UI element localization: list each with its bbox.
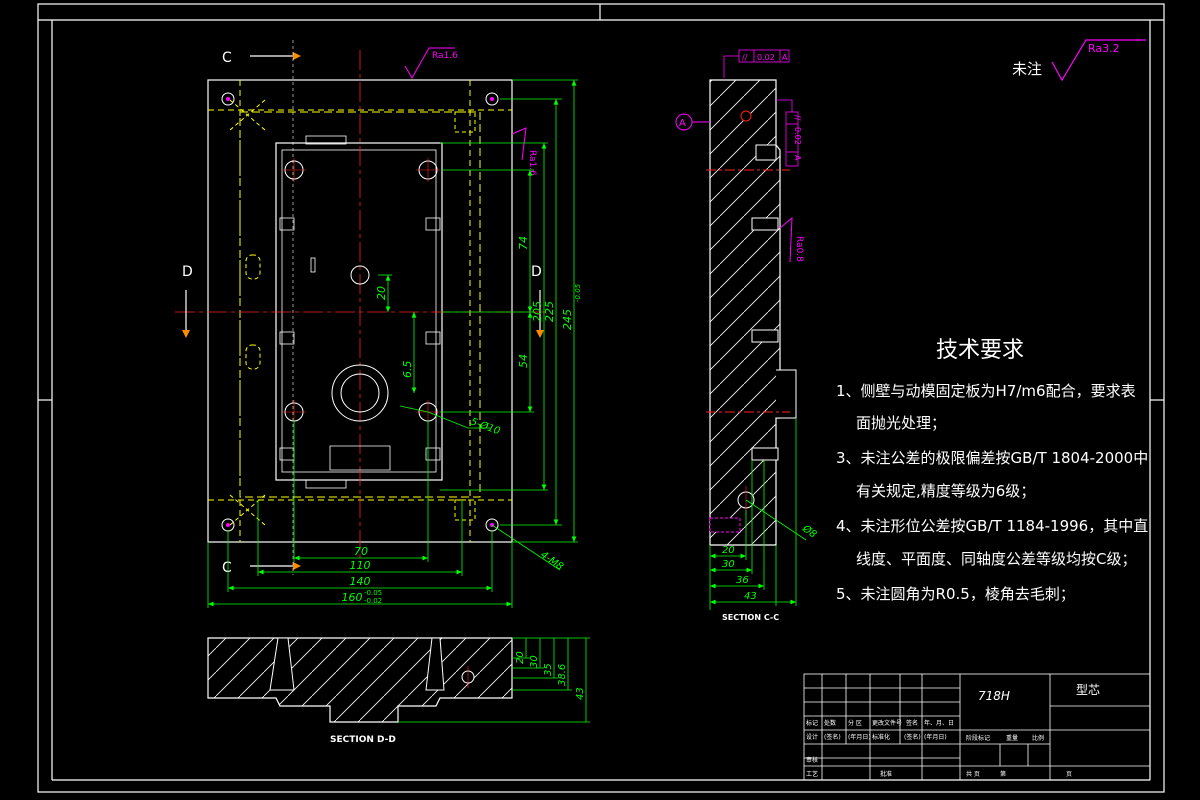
note-line-7: 5、未注圆角为R0.5，棱角去毛刺； [836,585,1075,603]
drawing-frame [37,3,1165,793]
tb-scale: 比例 [1032,734,1044,742]
tol-top-datum: A [782,53,788,62]
material-718h: 718H [978,689,1010,703]
dd-dim-38-6: 38.6 [557,664,568,686]
dim-110: 110 [350,559,371,572]
tb-sign: 签名 [906,719,918,727]
title-block [803,673,1151,781]
section-d-right: D [531,264,542,280]
tb-date: 年、月、日 [924,719,954,727]
dim-205: 205 [531,301,544,322]
corner-hole [221,92,235,106]
tol-top-symbol: // [742,53,748,62]
dim-20: 20 [375,286,388,300]
note-line-1: 1、侧壁与动模固定板为H7/m6配合，要求表 [836,382,1136,400]
main-view: C C D D Ra1.6 Ra1.6 [175,40,582,608]
dim-6-5: 6.5 [401,361,414,379]
note-line-5: 4、未注形位公差按GB/T 1184-1996，其中直 [836,517,1148,535]
thread-callout-4-m8: 4-M8 [538,549,565,572]
datum-a: A [679,118,686,129]
dim-245-tol: -0.05 [574,283,582,302]
section-cc-caption: SECTION C-C [722,613,779,622]
tb-stage: 阶段标记 [966,734,990,742]
tb-approve: 批准 [880,770,892,778]
tb-process: 工艺 [806,770,818,778]
tb-review: 审核 [806,756,818,764]
dim-225: 225 [543,301,556,322]
tol-side-datum: A [793,155,802,161]
dim-140: 140 [350,575,371,588]
dd-dim-43: 43 [575,687,586,700]
dim-160-tol-up: -0.05 [364,589,382,597]
dd-dim-30: 30 [529,655,540,668]
dim-160-tol-dn: -0.02 [364,597,382,605]
cc-dim-30: 30 [722,559,735,570]
unspecified-label: 未注 [1012,60,1042,78]
tb-design: 设计 [806,733,818,741]
note-line-4: 有关规定,精度等级为6级； [856,482,1035,500]
core-hole [350,265,370,285]
note-line-3: 3、未注公差的极限偏差按GB/T 1804-2000中 [836,449,1148,467]
cc-dim-43: 43 [744,591,757,602]
section-dd-caption: SECTION D-D [330,735,396,745]
tb-standard-date: (年月日) [924,733,947,741]
dim-54: 54 [517,354,530,368]
section-dd-view: 20 30 35 38.6 43 SECTION D-D [207,637,590,745]
tb-change-doc: 更改文件号 [872,719,902,727]
hole-callout-5-d10: 5-Ø10 [469,416,502,438]
roughness-top: Ra1.6 [432,51,458,61]
dd-dim-35: 35 [543,663,554,676]
tb-weight: 重量 [1006,734,1018,742]
tb-mark: 标记 [806,719,818,727]
tb-standard: 标准化 [872,733,890,741]
note-line-2: 面抛光处理； [856,414,946,432]
section-d-left: D [182,264,193,280]
section-c-top: C [222,50,232,66]
corner-hole [485,92,499,106]
default-roughness: Ra3.2 [1088,42,1120,55]
tol-side-value: 0.02 [793,127,802,145]
section-c-bottom: C [222,560,232,576]
cc-dim-20: 20 [722,545,735,556]
tb-design-date: (年月日) [848,733,871,741]
section-cc-view: A // 0.02 A // 0.02 A Ra0.8 Ø8 [675,49,819,622]
tb-standard-sign: (签名) [904,733,921,741]
dim-245: 245 [561,309,574,330]
tb-zone: 分 区 [848,719,862,727]
cc-dim-36: 36 [736,575,749,586]
dim-160: 160 [342,591,363,604]
dim-70: 70 [354,545,368,558]
core-block [275,142,443,481]
tb-count: 处数 [824,719,836,727]
tol-top-value: 0.02 [757,53,775,62]
tb-design-sign: (签名) [824,733,841,741]
tol-side-symbol: // [793,115,802,121]
notes-heading: 技术要求 [936,338,1024,363]
note-line-6: 线度、平面度、同轴度公差等级均按C级； [856,550,1136,568]
tb-sheet-no: 第 [1000,770,1006,778]
cc-roughness: Ra0.8 [794,236,804,262]
tb-sheet-page: 页 [1066,771,1072,778]
dd-dim-20: 20 [515,651,526,664]
tb-sheets-total: 共 页 [966,770,980,778]
roughness-side: Ra1.6 [527,150,537,176]
technical-requirements: 未注 Ra3.2 技术要求 1、侧壁与动模固定板为H7/m6配合，要求表 面抛光… [836,39,1148,603]
ejector-boss [331,364,389,422]
part-name: 型芯 [1076,683,1100,697]
dim-74: 74 [517,236,530,250]
